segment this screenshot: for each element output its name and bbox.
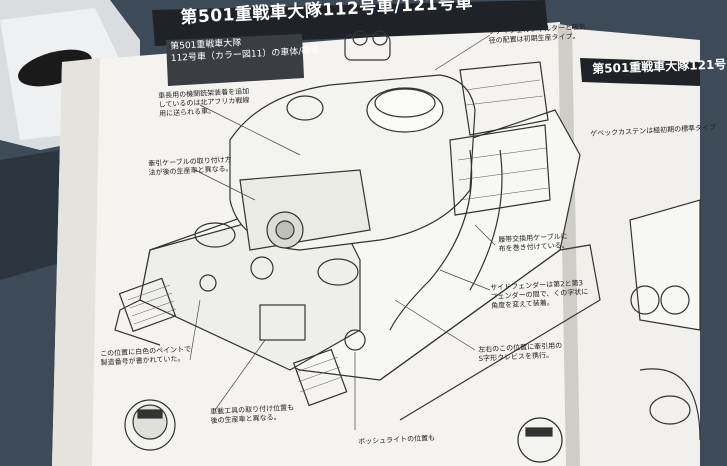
annotation-right-2: サイドフェンダーは第2と第3 フェンダーの間で、くの字状に 角度を変えて装着。 [490, 279, 589, 310]
left-page-shadow [52, 58, 100, 466]
right-title-band [580, 58, 700, 86]
annotation-right-1: 履帯交換用ケーブルに 布を巻き付けている。 [498, 232, 569, 253]
right-page-title: 第501重戦車大隊121号 [592, 57, 727, 76]
leader-lines [189, 34, 496, 430]
tank-drawing [114, 30, 601, 421]
subtitle-box [166, 34, 304, 86]
annotation-top-left: 車長用の機関銃架装着を追加 しているのは北アフリカ戦線 用に送られる車。 [158, 87, 250, 118]
bosch-light-detail [517, 417, 563, 463]
title-band [152, 0, 548, 46]
right-page-drawing [629, 199, 701, 441]
notek-light-detail [124, 399, 176, 451]
mesh-hatching [127, 79, 549, 393]
desk-shadow [0, 150, 70, 280]
scene-drawing [0, 0, 701, 466]
